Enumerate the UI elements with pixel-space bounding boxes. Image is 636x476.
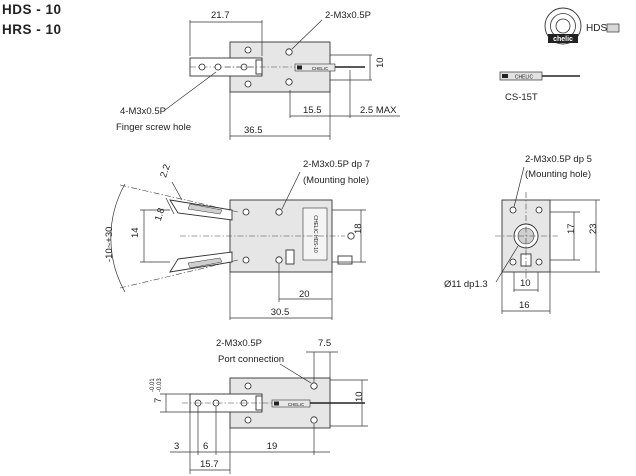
dim-10-side: 10: [520, 278, 531, 289]
side-view-mount-hole: [509, 206, 517, 214]
side-view: 2-M3x0.5P dp 5 (Mounting hole) 17 23 Ø11…: [444, 154, 600, 314]
dim-10: 10: [375, 57, 386, 68]
svg-text:CHELIC: CHELIC: [312, 66, 329, 71]
chelic-logo: chelic: [544, 7, 582, 45]
sensor-label: CS-15T: [505, 92, 538, 103]
series-label: HDS: [586, 23, 607, 34]
mount-note-mid: (Mounting hole): [303, 175, 369, 186]
middle-view: CHELIC HDS-10 -10~+30 14 2.2 1.8 2-M3x0.…: [104, 159, 370, 320]
top-view: CHELIC 21.7 2-M3x0.5P 10 4-M3x0.5P Finge…: [116, 10, 400, 140]
port-thread: 2-M3x0.5P: [216, 338, 262, 349]
dim-21-7: 21.7: [211, 10, 230, 21]
title-hrs: HRS - 10: [2, 22, 62, 37]
dim-2-5-max: 2.5 MAX: [360, 105, 397, 116]
svg-text:CHELIC: CHELIC: [288, 402, 305, 407]
tolerance-lo: -0.03: [157, 378, 163, 392]
mount-note-side: (Mounting hole): [525, 169, 591, 180]
dim-16: 16: [519, 300, 530, 311]
dim-14: 14: [130, 227, 141, 238]
dim-3: 3: [174, 441, 179, 452]
bottom-view: CHELIC 2-M3x0.5P Port connection 7.5 10 …: [150, 338, 368, 474]
dim-15-7: 15.7: [200, 459, 219, 470]
legend: chelic HDS CHELIC CS-15T: [499, 7, 620, 103]
angle-range: -10~+30: [104, 227, 115, 262]
sensor-icon: CHELIC: [499, 71, 580, 81]
bottom-view-port-hole: [310, 382, 318, 390]
dim-1-8: 1.8: [153, 207, 168, 223]
dim-15-5: 15.5: [303, 105, 322, 116]
dim-17: 17: [566, 223, 577, 234]
angle-range-arc: [110, 183, 126, 293]
port-note: Port connection: [218, 354, 284, 365]
series-swatch: [606, 23, 620, 33]
mount-thread-dp5: 2-M3x0.5P dp 5: [525, 154, 592, 165]
mount-thread-dp7: 2-M3x0.5P dp 7: [303, 159, 370, 170]
dim-10-bottom: 10: [354, 391, 365, 402]
svg-text:CHELIC: CHELIC: [515, 75, 534, 81]
dim-23: 23: [588, 223, 599, 234]
finger-thread: 4-M3x0.5P: [120, 106, 166, 117]
dim-2-2: 2.2: [158, 163, 173, 179]
dim-30-5: 30.5: [271, 307, 290, 318]
dim-6: 6: [203, 441, 208, 452]
dim-7: 7: [153, 398, 164, 403]
top-view-mount-hole: [285, 48, 293, 56]
bore-callout: Ø11 dp1.3: [444, 279, 488, 290]
dim-19: 19: [267, 441, 278, 452]
dim-7-5: 7.5: [318, 338, 331, 349]
thread-top: 2-M3x0.5P: [325, 10, 371, 21]
title-hds: HDS - 10: [2, 2, 62, 17]
dim-20: 20: [299, 289, 310, 300]
middle-view-label-plate: [302, 207, 328, 261]
tolerance-hi: -0.01: [150, 378, 156, 392]
logo-text: chelic: [553, 36, 573, 43]
middle-view-mount-hole: [275, 208, 283, 216]
finger-note: Finger screw hole: [116, 122, 191, 133]
dim-36-5: 36.5: [244, 125, 263, 136]
dim-18: 18: [353, 223, 364, 234]
svg-text:CHELIC HDS-10: CHELIC HDS-10: [312, 215, 318, 253]
